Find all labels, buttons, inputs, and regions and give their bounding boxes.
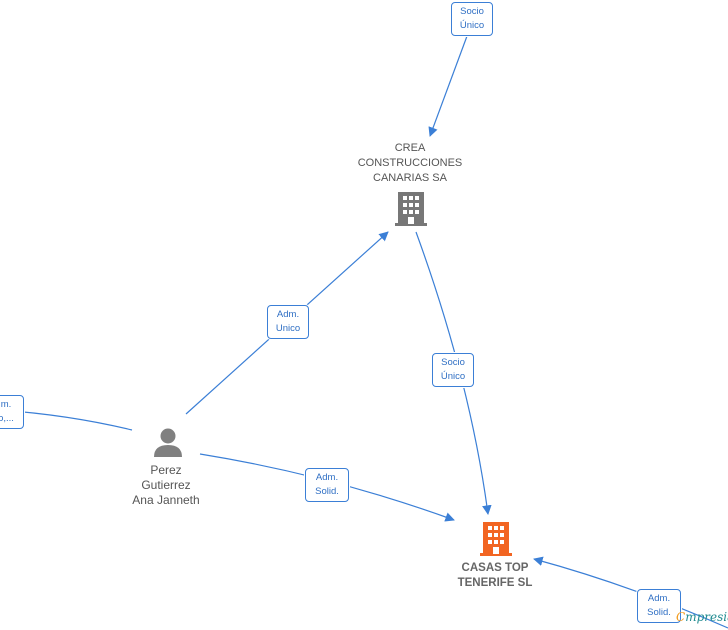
brand-logo: Cmpresia — [676, 610, 728, 624]
edge-badge-perez-to-casas[interactable]: Adm. Solid. — [305, 468, 349, 502]
edge-top-to-crea — [428, 27, 471, 137]
node-label-perez[interactable]: Perez Gutierrez Ana Janneth — [132, 463, 200, 507]
edge-badge-right-to-casas[interactable]: Adm. Solid. — [637, 589, 681, 623]
building-icon — [395, 192, 427, 226]
edge-badge-top-to-crea[interactable]: Socio Único — [451, 2, 493, 36]
edge-right-to-casas — [533, 556, 728, 629]
node-label-casas[interactable]: CASAS TOP TENERIFE SL — [457, 562, 533, 589]
edge-badge-crea-to-casas[interactable]: Socio Único — [432, 353, 474, 387]
building-icon — [480, 522, 512, 556]
brand-logo-text: mpresia — [685, 610, 728, 624]
person-icon — [154, 428, 182, 457]
edge-badge-perez-to-crea[interactable]: Adm. Unico — [267, 305, 309, 339]
edge-badge-left-to-perez[interactable]: m. o,... — [0, 395, 24, 429]
node-label-crea[interactable]: CREA CONSTRUCCIONES CANARIAS SA — [357, 142, 463, 184]
brand-logo-c: C — [676, 610, 686, 624]
